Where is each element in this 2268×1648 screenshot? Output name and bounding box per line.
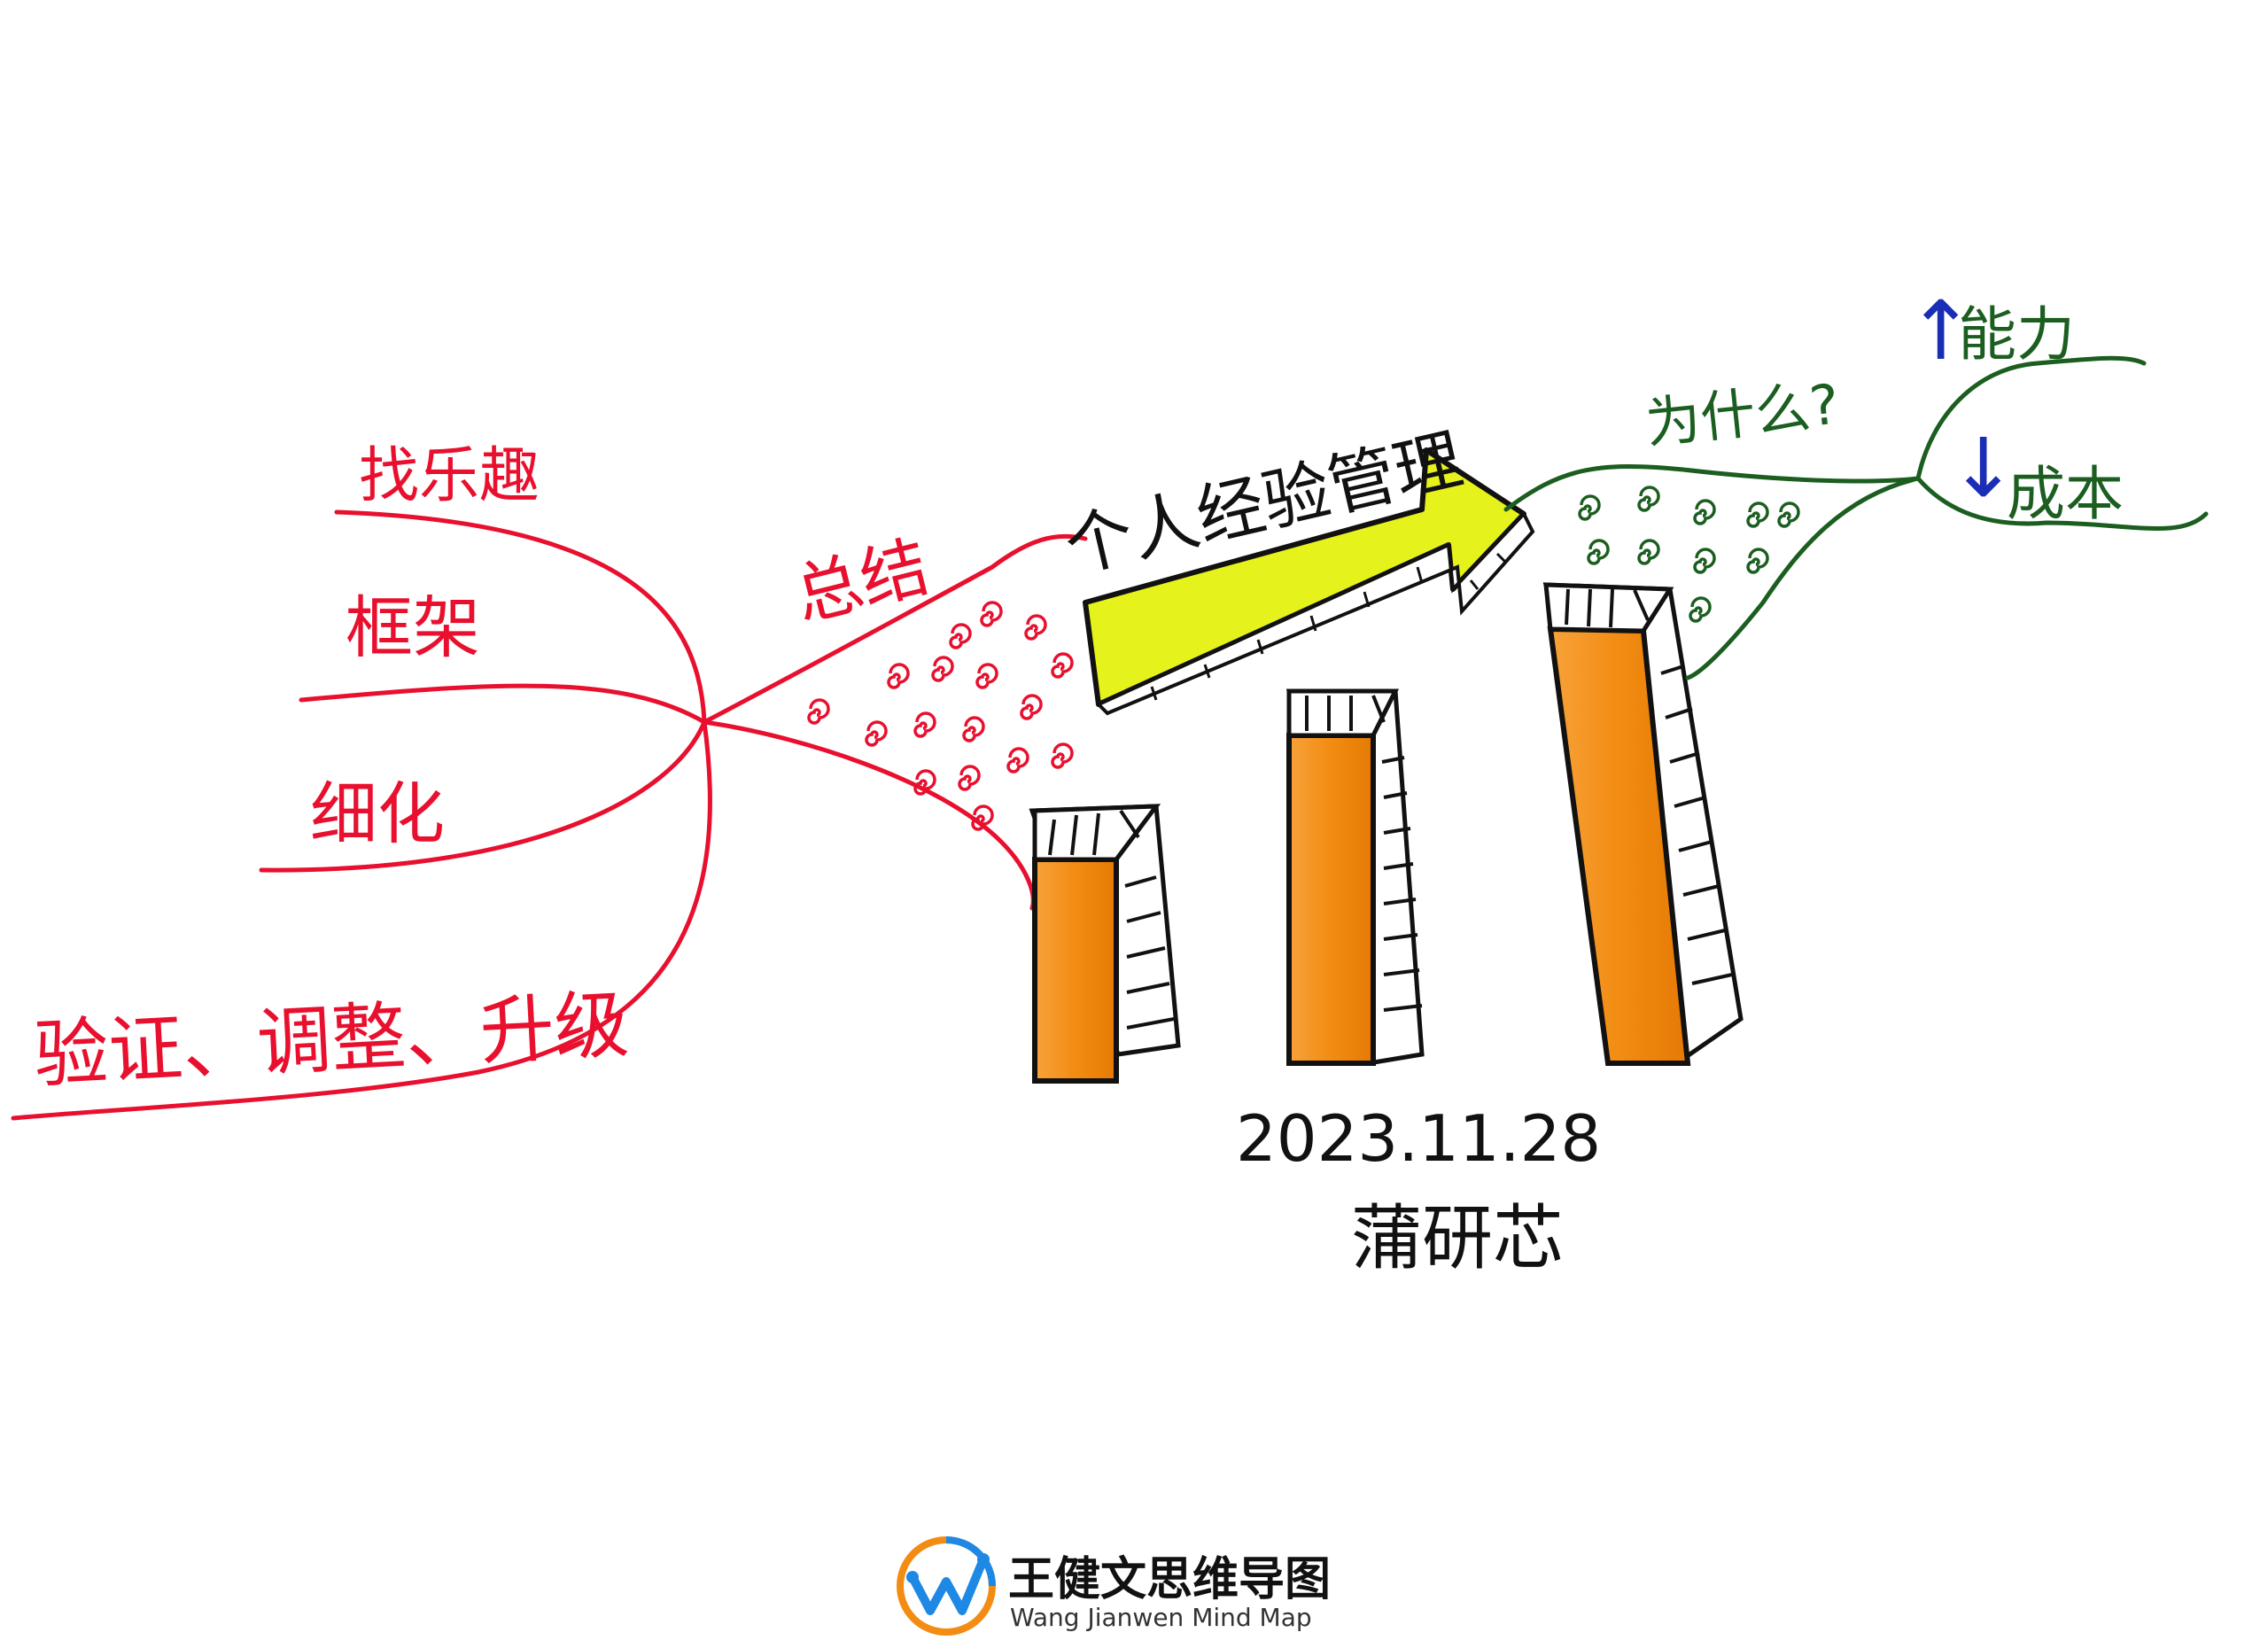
left-item-label-2: 框架	[346, 588, 480, 667]
spiral-decoration	[962, 716, 985, 742]
spiral-decoration	[865, 720, 888, 747]
spiral-decoration	[1024, 614, 1047, 641]
branch-line-weishenme-top	[1503, 464, 1921, 512]
date-label: 2023.11.28	[1236, 1101, 1601, 1176]
branch-line-zongjie-bottom	[702, 719, 1036, 911]
right-branch-lines	[1503, 355, 2209, 680]
branch-line-xihua	[259, 719, 707, 873]
logo: 王健文思维导图 Wang Jianwen Mind Map	[897, 1536, 1331, 1636]
logo-name-cn: 王健文思维导图	[1008, 1553, 1331, 1606]
bar-medium	[1285, 688, 1425, 1066]
right-item-label-2: 成本	[2007, 460, 2124, 528]
center-arrow-shadow	[1095, 510, 1535, 716]
right-branch-label: 为什么?	[1643, 371, 1842, 455]
spiral-decoration	[1777, 501, 1800, 528]
branch-line-kuangjia	[299, 683, 707, 725]
logo-name-en: Wang Jianwen Mind Map	[1010, 1603, 1312, 1632]
spiral-decoration	[949, 623, 972, 649]
down-arrow-icon: ↓	[1949, 421, 2017, 516]
spiral-decoration	[1006, 747, 1029, 773]
right-item-label-1: 能力	[1958, 300, 2075, 369]
spiral-decoration	[887, 663, 910, 689]
spiral-decoration	[971, 805, 994, 831]
branch-line-zhaolequ	[334, 509, 707, 725]
center-arrow	[1083, 447, 1535, 716]
branch-line-weishenme-bottom	[1685, 476, 1921, 680]
spiral-decoration	[1693, 548, 1716, 574]
branch-line-nengli	[1915, 355, 2147, 481]
spiral-decoration	[1637, 539, 1660, 565]
left-item-label-4: 验证、调整、升级	[32, 981, 631, 1099]
author-label: 蒲研芯	[1351, 1197, 1564, 1279]
up-arrow-icon: ↑	[1907, 284, 1975, 378]
logo-ring-blue	[945, 1536, 996, 1587]
spiral-decoration	[1689, 596, 1712, 623]
spiral-decoration	[958, 765, 981, 791]
left-branch-lines	[11, 509, 1088, 1121]
spiral-decoration	[1587, 539, 1610, 565]
branch-line-zongjie-top	[702, 533, 1088, 725]
spiral-decoration	[1746, 501, 1769, 528]
spiral-decoration	[807, 698, 830, 725]
spiral-decoration	[975, 663, 998, 689]
bar-small	[1029, 804, 1181, 1084]
bar-hatching	[1565, 588, 1733, 985]
spiral-decoration	[1693, 499, 1716, 525]
left-item-label-3: 细化	[310, 774, 445, 853]
bar-hatching	[1305, 695, 1423, 1012]
left-item-label-1: 找乐趣	[359, 441, 540, 511]
left-spiral-pattern	[807, 601, 1074, 831]
branch-line-yanzheng	[11, 719, 712, 1121]
branch-line-chengben	[1915, 476, 2209, 532]
spiral-decoration	[1051, 742, 1074, 769]
spiral-decoration	[913, 769, 936, 796]
spiral-decoration	[1578, 494, 1601, 521]
left-branch-label: 总结	[787, 526, 936, 635]
arrow-hatching	[1150, 552, 1508, 701]
spiral-decoration	[1020, 694, 1043, 720]
right-spiral-pattern	[1578, 486, 1800, 623]
bar-large	[1542, 582, 1744, 1066]
spiral-decoration	[913, 711, 936, 738]
logo-w-mark	[908, 1555, 988, 1615]
bar-hatching	[1048, 809, 1175, 1030]
spiral-decoration	[1746, 548, 1769, 574]
spiral-decoration	[1637, 486, 1660, 512]
spiral-decoration	[931, 656, 954, 682]
spiral-decoration	[1051, 652, 1074, 679]
spiral-decoration	[980, 601, 1003, 627]
